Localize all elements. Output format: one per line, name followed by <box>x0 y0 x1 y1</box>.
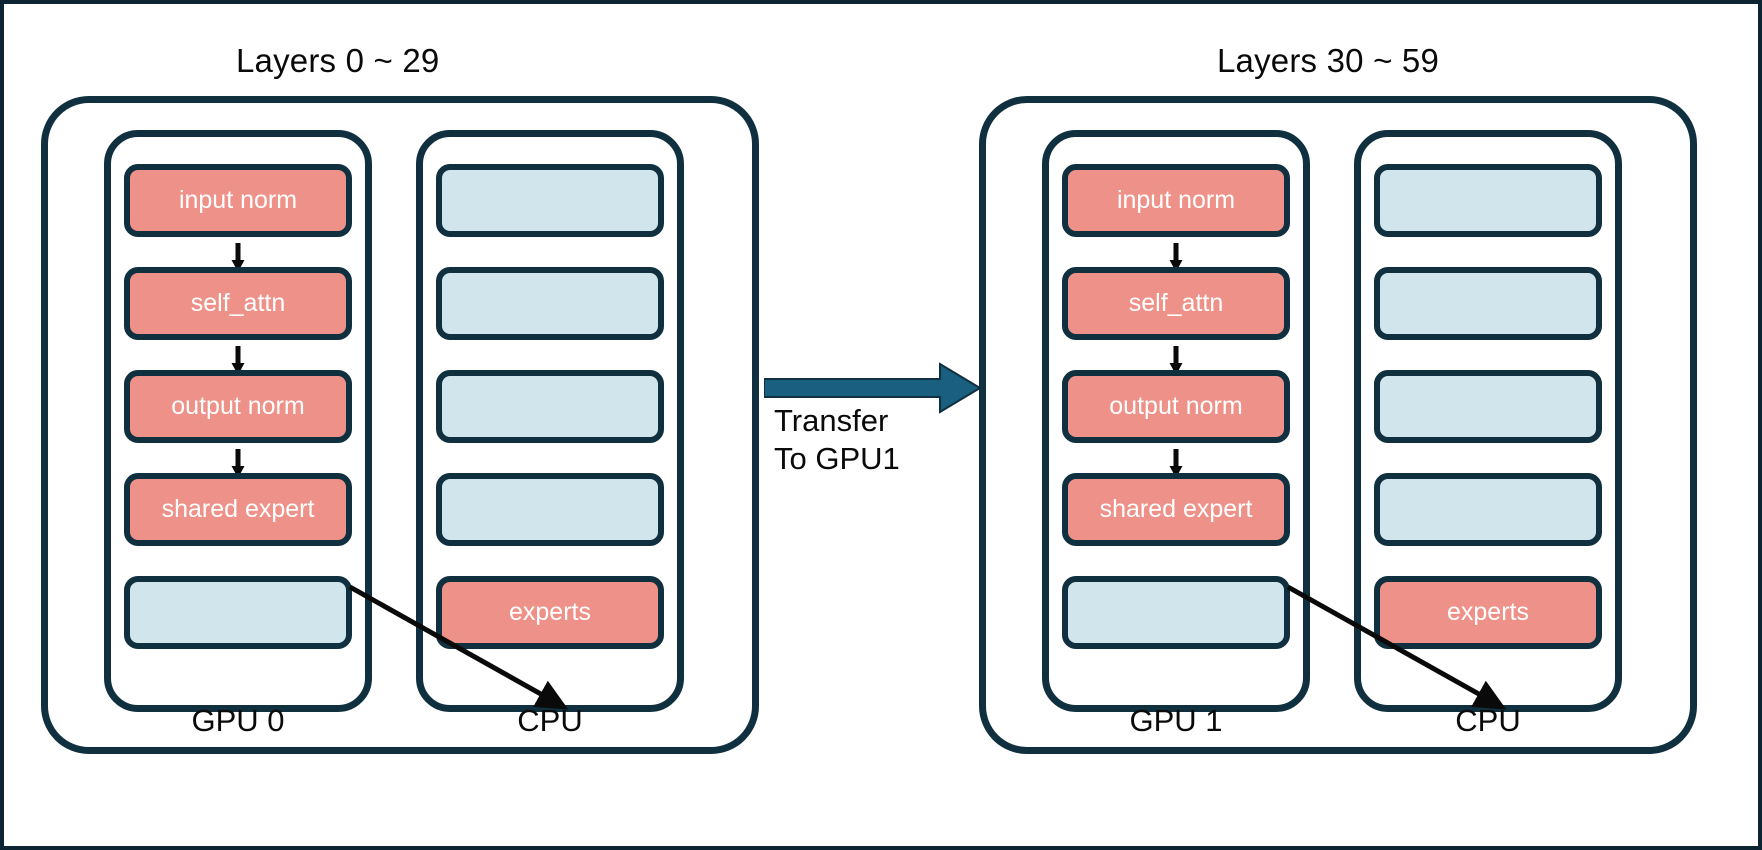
gpu-unit-output-norm: output norm <box>124 370 352 478</box>
gpu-unit-empty-4 <box>124 576 352 649</box>
cpu-column-right: experts <box>1354 130 1622 712</box>
cpu-label-right: CPU <box>1455 703 1521 738</box>
cpu-unit-empty-3 <box>436 473 664 546</box>
cpu-unit-empty-2 <box>1374 370 1602 443</box>
unit-label: shared expert <box>1099 495 1253 523</box>
transfer-label-line1: Transfer <box>774 403 889 438</box>
unit-label: self_attn <box>1128 289 1224 317</box>
cpu-unit-empty-3 <box>1374 473 1602 546</box>
gpu-unit-input-norm: input norm <box>1062 164 1290 272</box>
cpu-label-left: CPU <box>517 703 583 738</box>
cpu-unit-experts: experts <box>1374 576 1602 649</box>
gpu-unit-self-attn: self_attn <box>1062 267 1290 375</box>
gpu-unit-self-attn: self_attn <box>124 267 352 375</box>
panel-title-left: Layers 0 ~ 29 <box>236 42 440 79</box>
unit-label: input norm <box>1116 186 1236 214</box>
gpu-unit-output-norm: output norm <box>1062 370 1290 478</box>
gpu-label-left: GPU 0 <box>191 703 285 738</box>
unit-label: self_attn <box>190 289 286 317</box>
unit-label: experts <box>1447 598 1529 626</box>
transfer-label: Transfer To GPU1 <box>774 402 974 478</box>
unit-label: experts <box>509 598 591 626</box>
gpu-unit-input-norm: input norm <box>124 164 352 272</box>
gpu-unit-empty-4 <box>1062 576 1290 649</box>
gpu-label-right: GPU 1 <box>1129 703 1223 738</box>
unit-label: input norm <box>178 186 298 214</box>
transfer-arrow-icon <box>764 362 982 414</box>
cpu-unit-empty-1 <box>1374 267 1602 340</box>
cpu-unit-empty-1 <box>436 267 664 340</box>
unit-label: output norm <box>1109 392 1243 420</box>
unit-label: shared expert <box>161 495 315 523</box>
gpu-unit-shared-expert: shared expert <box>124 473 352 546</box>
cpu-column-left: experts <box>416 130 684 712</box>
gpu-unit-shared-expert: shared expert <box>1062 473 1290 546</box>
transfer-label-line2: To GPU1 <box>774 441 900 476</box>
cpu-unit-empty-0 <box>436 164 664 237</box>
unit-label: output norm <box>171 392 305 420</box>
cpu-unit-empty-2 <box>436 370 664 443</box>
cpu-unit-empty-0 <box>1374 164 1602 237</box>
panel-title-right: Layers 30 ~ 59 <box>1217 42 1440 79</box>
cpu-unit-experts: experts <box>436 576 664 649</box>
